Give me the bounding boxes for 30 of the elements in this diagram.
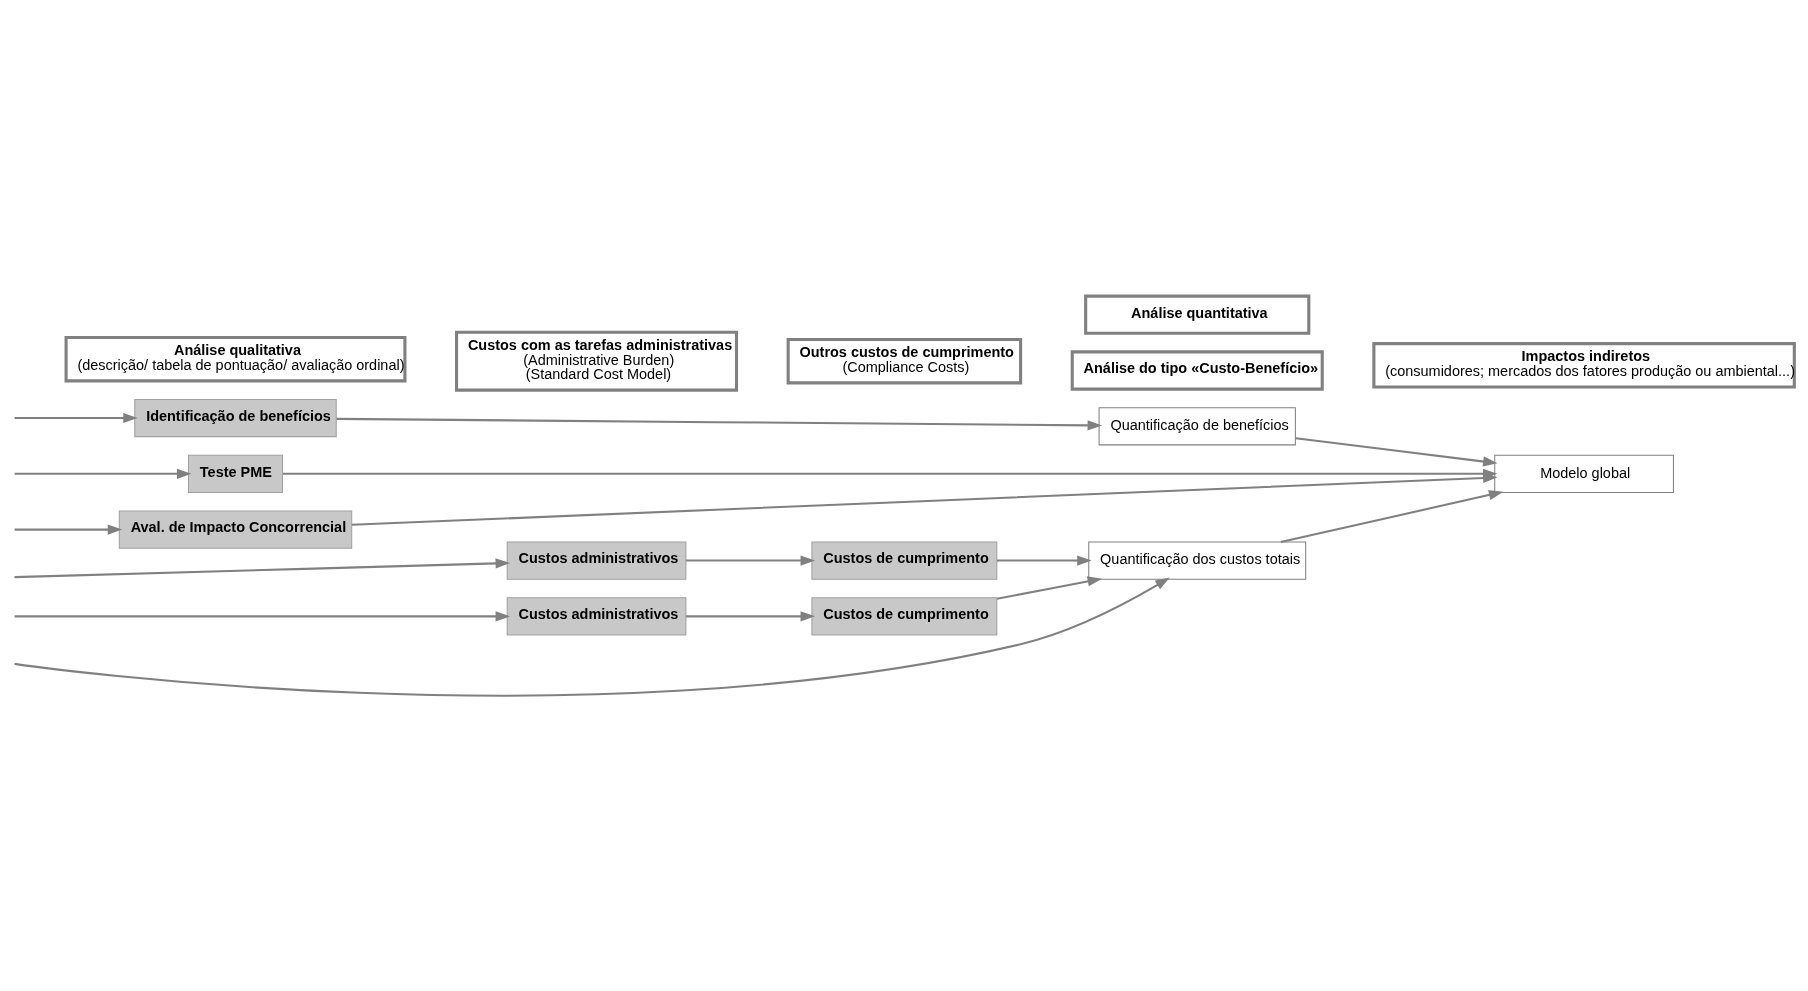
node-box: Custos administrativos [506, 596, 687, 635]
arrow [686, 555, 816, 566]
node-box: Quantificação dos custos totais [1088, 540, 1307, 580]
node-box: Teste PME [187, 454, 283, 493]
node-box: Custos de cumprimento [811, 596, 998, 635]
arrow [14, 557, 511, 578]
node-box: Análise do tipo «Custo-Benefício» [1070, 349, 1324, 391]
node-box: Outros custos de cumprimento (Compliance Costs) [786, 337, 1023, 384]
arrow [14, 577, 1170, 696]
arrow [1280, 489, 1504, 543]
node-box: Impactos indiretos (consumidores; mercados dos fatores produção ou ambiental...) [1372, 341, 1796, 389]
arrow [1295, 436, 1498, 466]
node-box: Quantificação de benefícios [1098, 406, 1296, 445]
node-box: Custos com as tarefas administrativas (Administrative Burden) (Standard Cost Model) [455, 330, 739, 392]
arrow [997, 555, 1092, 566]
node-box: Custos de cumprimento [811, 540, 998, 580]
arrow [14, 610, 511, 621]
arrow [14, 468, 192, 479]
arrow [14, 524, 123, 535]
node-box: Aval. de Impacto Concorrencial [118, 510, 353, 549]
arrow [336, 417, 1103, 430]
node-box: Análise quantitativa [1084, 294, 1311, 335]
node-box: Análise qualitativa (descrição/ tabela de pontuação/ avaliação ordinal) [64, 335, 407, 382]
node-box: Identificação de benefícios [134, 398, 337, 437]
arrow [351, 472, 1498, 526]
node-box: Custos administrativos [506, 540, 687, 580]
arrow [14, 412, 138, 423]
arrow [686, 610, 816, 621]
node-box: Modelo global [1494, 454, 1674, 493]
arrow [996, 575, 1103, 600]
